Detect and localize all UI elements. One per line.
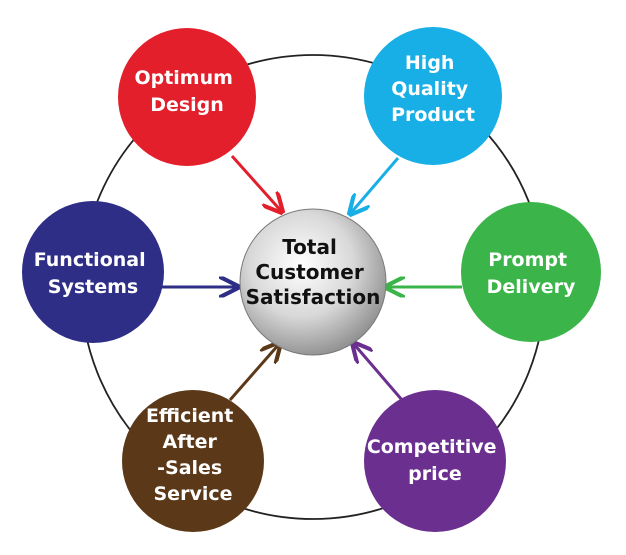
node-label: Optimum Design xyxy=(134,67,239,116)
node-circle xyxy=(461,202,601,342)
center-circle xyxy=(239,208,387,356)
node-circle xyxy=(22,201,164,343)
node-label-line: Optimum xyxy=(134,67,232,89)
node-label: High Quality Product xyxy=(391,52,475,126)
node-label-line: Efficient xyxy=(146,405,233,427)
arrow-efficient-after-sales-service xyxy=(228,343,280,401)
node-label-line: High xyxy=(405,52,455,74)
node-label: Prompt Delivery xyxy=(487,249,576,298)
node-functional-systems: Functional Systems xyxy=(22,201,164,343)
node-prompt-delivery: Prompt Delivery xyxy=(461,202,601,342)
node-label-line: Service xyxy=(154,483,233,505)
node-label-line: Quality xyxy=(391,78,469,100)
arrow-high-quality-product xyxy=(350,157,400,214)
node-label-line: Product xyxy=(391,104,475,126)
node-label-line: price xyxy=(408,463,462,485)
node-label-line: -Sales xyxy=(157,457,222,479)
arrow-competitive-price xyxy=(353,343,404,401)
node-efficient-after-sales-service: Efficient After -Sales Service xyxy=(122,390,264,532)
node-label-line: Design xyxy=(150,94,224,116)
node-competitive-price: Competitive price xyxy=(364,390,506,532)
node-label-line: Systems xyxy=(48,276,138,298)
node-label-line: Competitive xyxy=(367,436,497,458)
node-label: Functional Systems xyxy=(34,249,152,298)
node-high-quality-product: High Quality Product xyxy=(364,27,502,165)
node-circle xyxy=(118,28,256,166)
center-label-line: Customer xyxy=(255,260,364,284)
node-label: Competitive price xyxy=(367,436,503,485)
arrow-optimum-design xyxy=(230,155,282,212)
node-label-line: Prompt xyxy=(488,249,567,271)
center-label-line: Total xyxy=(282,235,337,259)
center-label: Total Customer Satisfaction xyxy=(246,235,381,309)
node-label: Efficient After -Sales Service xyxy=(146,405,240,505)
node-label-line: After xyxy=(163,431,218,453)
node-optimum-design: Optimum Design xyxy=(118,28,256,166)
center-label-line: Satisfaction xyxy=(246,285,381,309)
node-circle xyxy=(364,390,506,532)
node-label-line: Functional xyxy=(34,249,146,271)
node-circle xyxy=(364,27,502,165)
node-label-line: Delivery xyxy=(487,276,576,298)
node-circle xyxy=(122,390,264,532)
arrows xyxy=(160,155,462,401)
center-node: Total Customer Satisfaction xyxy=(239,208,387,356)
